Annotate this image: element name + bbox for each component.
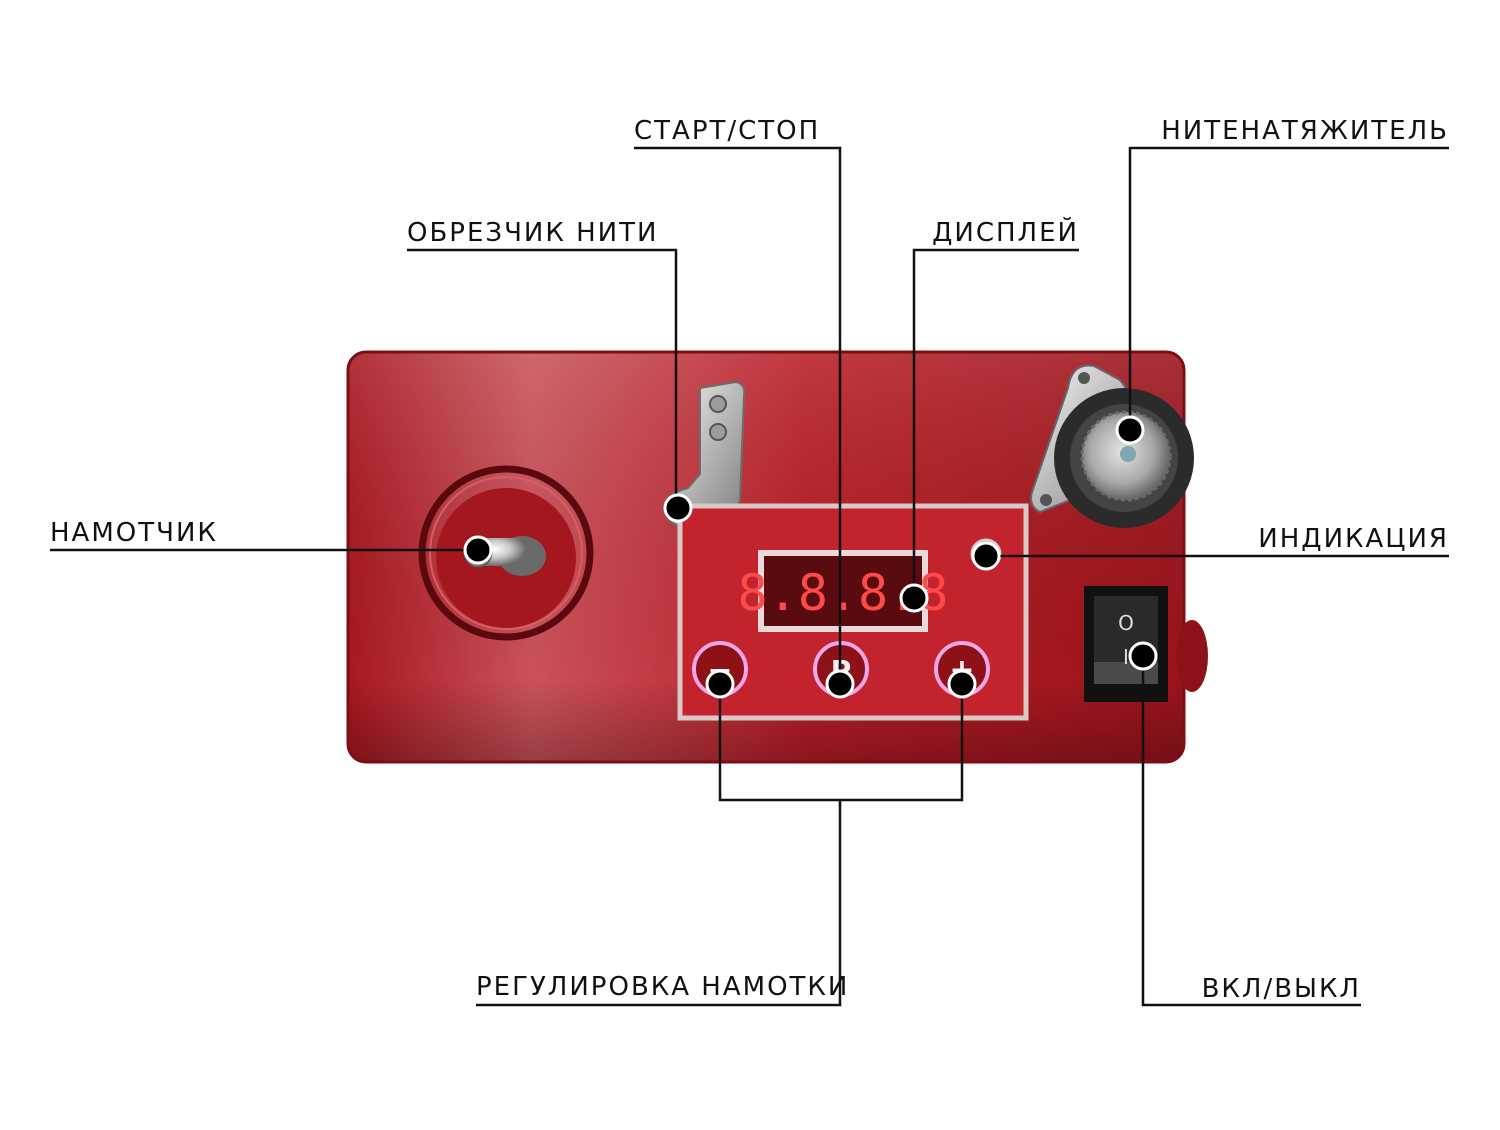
leader-adjust-bracket bbox=[718, 684, 964, 802]
marker-thread-cutter bbox=[663, 493, 693, 523]
label-display: ДИСПЛЕЙ bbox=[932, 218, 1079, 248]
label-power: ВКЛ/ВЫКЛ bbox=[1201, 974, 1361, 1004]
label-indicator: ИНДИКАЦИЯ bbox=[1258, 524, 1449, 554]
marker-display bbox=[899, 583, 929, 613]
label-thread-cutter: ОБРЕЗЧИК НИТИ bbox=[407, 218, 659, 248]
leader-winding-adjust bbox=[476, 800, 842, 1007]
leader-power bbox=[1141, 656, 1361, 1007]
label-start-stop: СТАРТ/СТОП bbox=[634, 116, 821, 146]
winder-spindle[interactable] bbox=[418, 465, 594, 641]
label-tensioner: НИТЕНАТЯЖИТЕЛЬ bbox=[1161, 116, 1449, 146]
marker-indicator bbox=[971, 541, 1001, 571]
markers bbox=[463, 415, 1158, 699]
marker-start-stop bbox=[825, 669, 855, 699]
power-switch[interactable]: O I bbox=[1084, 586, 1168, 702]
marker-power bbox=[1128, 641, 1158, 671]
leader-lines bbox=[50, 146, 1449, 1007]
marker-tensioner bbox=[1115, 415, 1145, 445]
thread-tensioner[interactable] bbox=[1030, 364, 1194, 528]
leader-tensioner bbox=[1128, 146, 1449, 430]
marker-winder bbox=[463, 535, 493, 565]
switch-on-mark: I bbox=[1123, 645, 1129, 669]
leader-display bbox=[912, 248, 1079, 598]
label-winding-adjust: РЕГУЛИРОВКА НАМОТКИ bbox=[476, 972, 850, 1002]
side-knob bbox=[1176, 620, 1208, 692]
marker-minus bbox=[705, 669, 735, 699]
marker-plus bbox=[947, 669, 977, 699]
label-winder: НАМОТЧИК bbox=[50, 518, 218, 548]
leader-thread-cutter bbox=[407, 248, 678, 508]
switch-off-mark: O bbox=[1118, 611, 1134, 635]
leader-start-stop bbox=[634, 146, 842, 684]
